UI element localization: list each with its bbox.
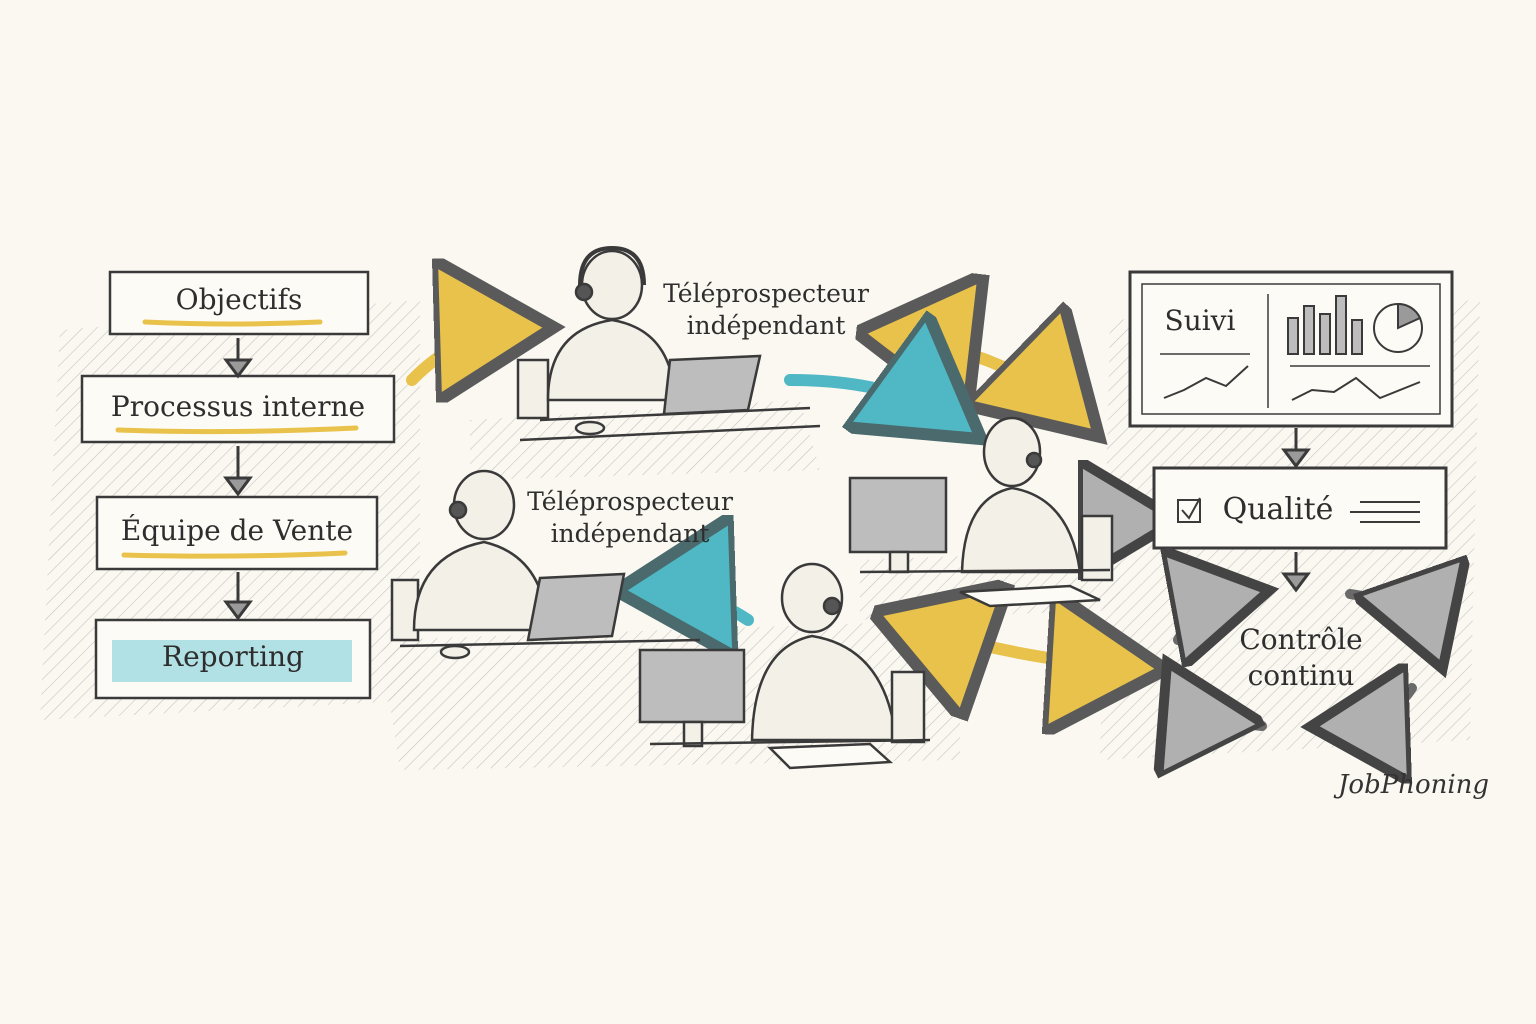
dashboard-charts [1160, 295, 1430, 401]
arrow-agents-to-suivi [880, 335, 1082, 420]
arrow-teal-to-left-agent [640, 590, 754, 620]
process-arrows [223, 338, 253, 621]
agent-left [390, 469, 701, 660]
caption-agent-left: Téléprospecteur indépendant [527, 487, 733, 548]
caption-agent-top: Téléprospecteur indépendant [663, 279, 869, 340]
label-equipe-de-vente: Équipe de Vente [120, 514, 354, 547]
arrow-yellow-bottom [895, 620, 1142, 668]
arrow-to-agent-top [406, 328, 530, 380]
label-qualite: Qualité [1222, 492, 1334, 527]
reporting-highlight [112, 640, 352, 682]
dashboard-arrow [1281, 428, 1311, 469]
arrow-teal-to-woman [784, 380, 962, 425]
underline-highlights [115, 319, 359, 559]
label-controle-continu: Contrôle continu [1239, 623, 1363, 692]
label-objectifs: Objectifs [175, 283, 303, 316]
jobphoning-logo: JobPhoning [1338, 770, 1490, 800]
agent-top [516, 245, 821, 442]
control-cycle [1176, 594, 1436, 726]
label-suivi: Suivi [1164, 304, 1236, 337]
quality-box [1152, 466, 1448, 593]
agent-woman [848, 416, 1114, 608]
label-reporting: Reporting [162, 640, 304, 673]
label-processus-interne: Processus interne [110, 390, 366, 423]
agent-bottom [638, 562, 931, 770]
flow-arrows [406, 328, 1158, 668]
